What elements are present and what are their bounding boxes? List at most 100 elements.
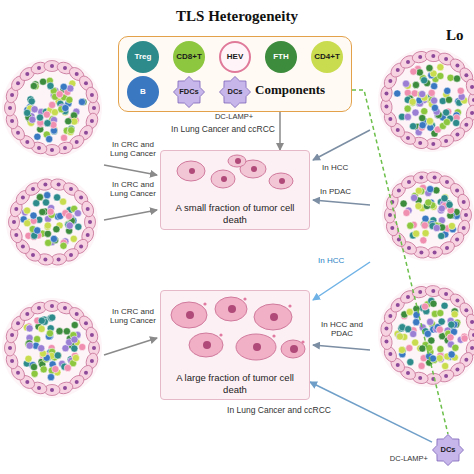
tumor-nucleus [406,60,410,64]
tumor-nucleus [50,388,54,392]
tumor-nucleus [444,139,448,143]
tumor-nucleus [10,359,14,363]
tumor-nucleus [84,81,88,85]
immune-cell [412,109,419,116]
note-label: In CRC and Lung Cancer [108,140,158,158]
tumor-nucleus [419,250,423,254]
tumor-nucleus [462,200,466,204]
tumor-nucleus [90,119,94,123]
tumor-nucleus [189,168,195,174]
immune-cell [441,194,448,201]
tumor-nucleus [253,343,261,351]
tumor-cell [456,193,472,212]
tumor-nucleus [57,183,61,187]
tumor-nucleus [388,213,392,217]
tumor-nucleus [50,304,54,308]
tumor-nucleus [43,183,47,187]
tumor-nucleus [92,346,96,350]
note-label: In CRC and Lung Cancer [108,307,158,325]
edge-label: In Lung Cancer and ccRCC [226,406,332,416]
immune-cell [30,212,37,219]
immune-cell [421,303,428,310]
tumor-nucleus [63,386,67,390]
star-shape [433,435,464,466]
immune-cell [436,355,443,362]
immune-cell [64,364,71,371]
immune-cell [36,194,43,201]
immune-cell [34,227,41,234]
immune-cell [28,98,35,105]
tumor-nucleus [444,292,448,296]
immune-cell [412,339,419,346]
immune-cell [419,114,426,121]
tumor-nucleus [470,85,474,89]
cluster-ground [2,58,102,158]
tumor-nucleus [444,374,448,378]
tumor-nucleus [396,68,400,72]
tumor-nucleus [388,314,392,318]
immune-cell [63,328,70,335]
immune-cell [441,302,448,309]
immune-cell [47,374,54,381]
immune-cell [448,222,455,229]
tumor-nucleus [75,140,79,144]
tumor-cell [464,78,474,97]
tumor-nucleus [406,136,410,140]
immune-cell [56,328,63,335]
immune-cell [427,186,434,193]
tumor-nucleus [235,158,241,164]
immune-cell [437,309,444,316]
cell-circle: CD4+T [311,41,343,73]
cell-circle: CD8+T [173,41,205,73]
immune-cell [52,366,59,373]
immune-cell [411,194,418,201]
tumor-nucleus [418,55,422,59]
immune-cell [54,352,61,359]
tumor-nucleus [464,308,468,312]
immune-cell [433,224,440,231]
outcome-text: A small fraction of tumor cell death [166,202,304,225]
tumor-nucleus [84,371,88,375]
immune-cell [23,207,30,214]
immune-cell [55,352,62,359]
tumor-nucleus [75,380,79,384]
note-label: In CRC and Lung Cancer [108,180,158,198]
tumor-nucleus [43,257,47,261]
cluster-ground [382,169,474,261]
tumor-nucleus [397,189,401,193]
immune-cell [56,91,63,98]
immune-cell [453,75,460,82]
immune-cell [426,65,433,72]
immune-cell [72,354,79,361]
immune-cell [453,119,460,126]
cell-fragment [219,333,222,336]
immune-cell [47,82,54,89]
immune-cell [66,96,73,103]
immune-cell [437,72,444,79]
tumor-nucleus [16,81,20,85]
cell-fragment [203,302,206,305]
tumor-nucleus [388,352,392,356]
cell-label: HEV [227,53,243,61]
cluster-ground [378,283,474,387]
tumor-nucleus [84,131,88,135]
immune-cell [67,85,74,92]
immune-cell [422,230,429,237]
immune-cell [74,210,81,217]
tumor-nucleus [470,111,474,115]
tumor-nucleus [16,371,20,375]
immune-cell [46,330,53,337]
cluster-ground [2,298,102,398]
immune-cell [461,335,468,342]
tumor-nucleus [431,54,435,58]
immune-cell [39,78,46,85]
tls-cluster [2,58,102,158]
immune-cell [62,104,69,111]
tumor-nucleus [86,233,90,237]
immune-cell [422,215,429,222]
immune-cell [413,319,420,326]
tumor-nucleus [228,305,236,313]
immune-cell [40,366,47,373]
immune-cell [429,355,436,362]
